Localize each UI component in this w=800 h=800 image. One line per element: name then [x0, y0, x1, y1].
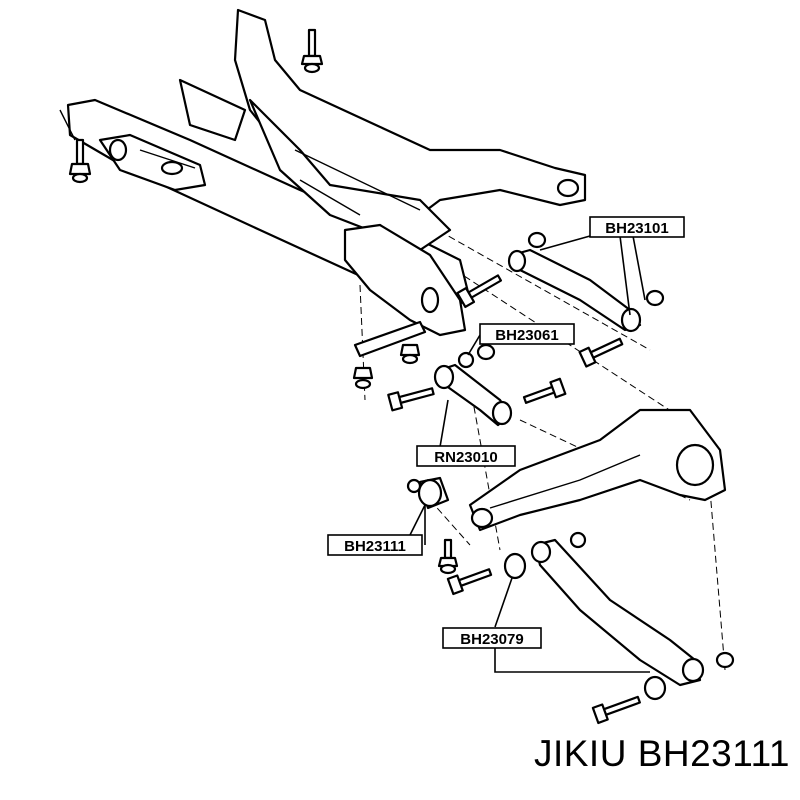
label-text: BH23061: [495, 327, 558, 344]
label-bh23061: BH23061: [479, 323, 575, 345]
bolt: [352, 366, 374, 390]
rear-subframe: [59, 8, 587, 337]
label-text: BH23111: [344, 538, 406, 555]
bolt: [399, 343, 421, 365]
part-caption: JIKIU BH23111: [533, 733, 790, 774]
bolt: [446, 568, 493, 596]
label-bh23079: BH23079: [442, 627, 542, 649]
label-bh23111: BH23111: [327, 534, 423, 556]
lower-arm: [503, 538, 705, 701]
label-bh23101: BH23101: [589, 216, 685, 238]
bolt: [300, 28, 324, 74]
label-text: BH23079: [460, 631, 523, 648]
bolt: [578, 337, 624, 368]
bolt: [437, 538, 459, 575]
bushing-bh23111: [406, 476, 450, 510]
label-text: RN23010: [434, 449, 497, 466]
label-text: BH23101: [605, 220, 668, 237]
bolt: [68, 138, 92, 184]
bolt: [387, 387, 435, 412]
bolt: [522, 377, 567, 404]
label-rn23010: RN23010: [416, 445, 516, 467]
bolt: [456, 274, 503, 309]
lateral-link: [433, 363, 513, 427]
nuts: [457, 231, 735, 669]
upper-arm: [507, 248, 642, 333]
bracket-plate: [353, 320, 427, 358]
trailing-arm: [468, 408, 727, 532]
bolt: [591, 695, 641, 725]
bolts: [68, 28, 641, 725]
